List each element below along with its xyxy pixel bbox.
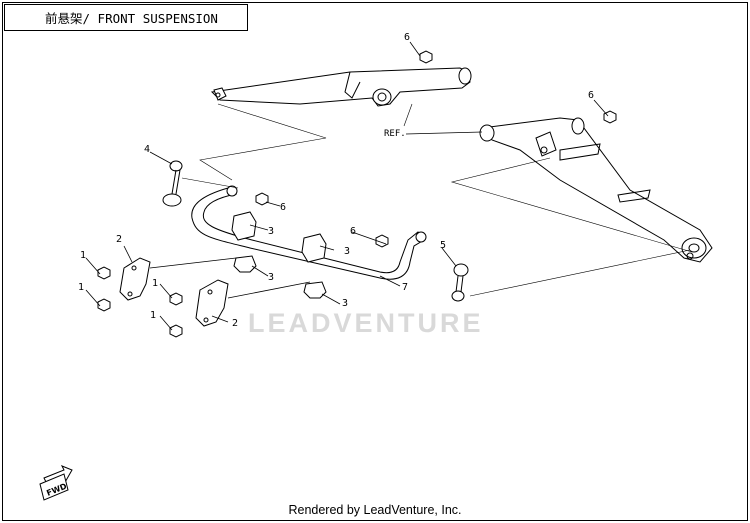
callout-2-bracket-left: 2 (116, 234, 122, 245)
callout-3-bushing-d: 3 (342, 298, 348, 309)
ref-label: REF. (384, 129, 406, 139)
callout-7-sway-bar: 7 (402, 282, 408, 293)
callout-4-link: 4 (144, 144, 150, 155)
callout-5-link: 5 (440, 240, 446, 251)
callout-1-bolt-b: 1 (78, 282, 84, 293)
bracket-right (195, 279, 229, 327)
page-title-text: 前悬架/ FRONT SUSPENSION (45, 11, 218, 26)
centerlines (181, 103, 693, 297)
sway-bar (191, 185, 427, 280)
watermark: LEADVENTURE (248, 308, 484, 338)
callout-1-bolt-c: 1 (152, 278, 158, 289)
link-right (451, 263, 469, 302)
callout-3-bushing-c: 3 (344, 246, 350, 257)
upper-a-arm-rear (210, 67, 472, 107)
callout-6-bar-nut-right: 6 (350, 226, 356, 237)
callout-3-bushing-b: 3 (268, 272, 274, 283)
callout-1-bolt-d: 1 (150, 310, 156, 321)
bolts (97, 266, 183, 338)
lower-a-arm (479, 117, 713, 263)
leader-lines (85, 41, 609, 331)
bracket-left (119, 257, 151, 301)
footer-credit: Rendered by LeadVenture, Inc. (288, 503, 462, 517)
link-left (162, 160, 183, 207)
fwd-arrow: FWD (39, 465, 73, 501)
callout-2-bracket-right: 2 (232, 318, 238, 329)
callout-3-bushing-a: 3 (268, 226, 274, 237)
bushing-group (231, 211, 327, 299)
callout-1-bolt-a: 1 (80, 250, 86, 261)
callout-6-bar-nut-left: 6 (280, 202, 286, 213)
callout-6-lower-nut: 6 (588, 90, 594, 101)
page-title: 前悬架/ FRONT SUSPENSION (4, 4, 248, 31)
nuts (255, 50, 617, 248)
callout-6-upper-nut: 6 (404, 32, 410, 43)
